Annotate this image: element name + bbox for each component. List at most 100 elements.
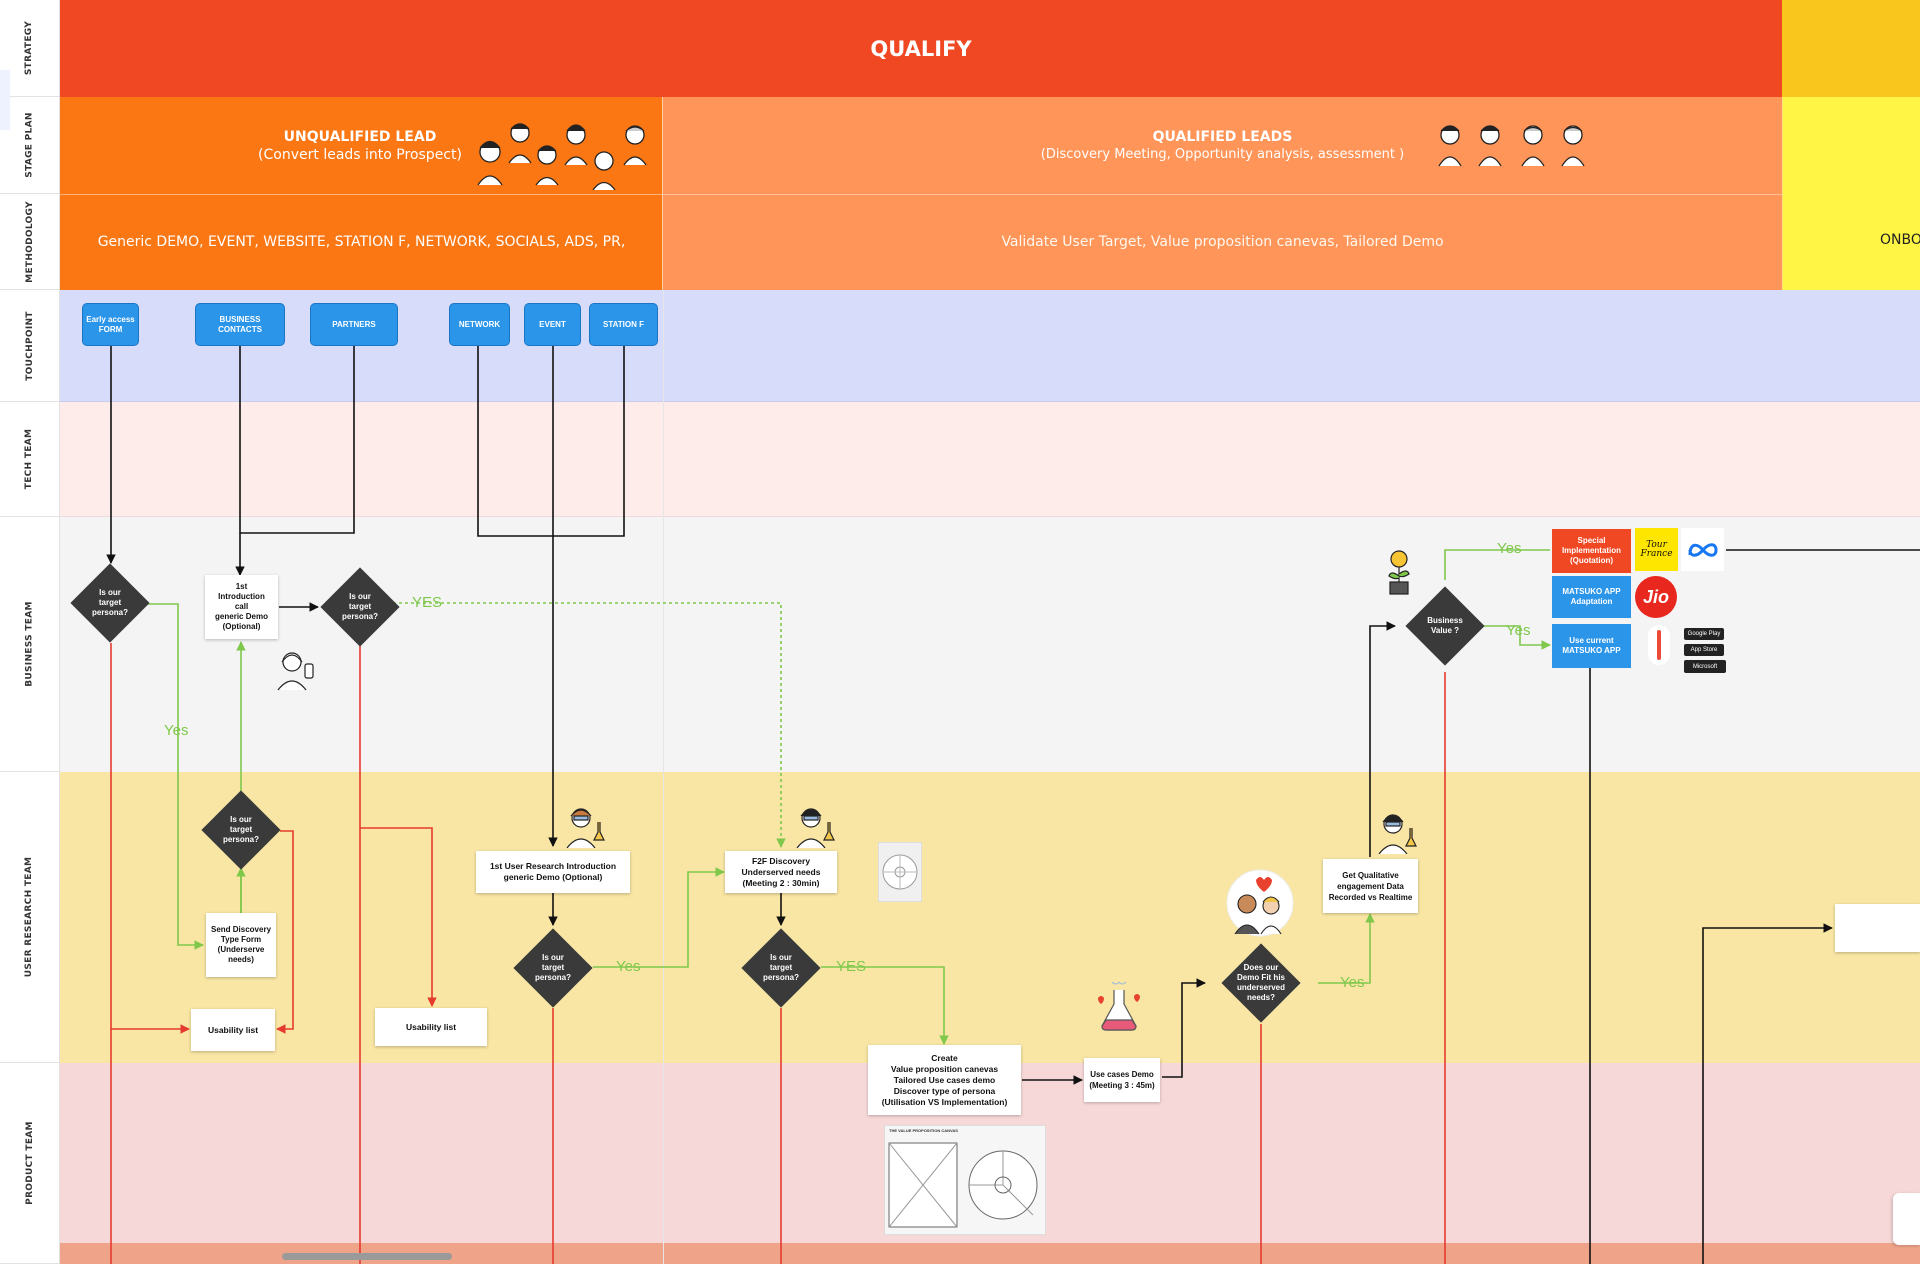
matsuko-app-adaptation-option[interactable]: MATSUKO APP Adaptation	[1552, 576, 1631, 618]
meta-logo-icon	[1688, 542, 1718, 557]
lane-label-product-team: PRODUCT TEAM	[0, 1063, 60, 1264]
red-app-logo-mark	[1657, 630, 1661, 660]
value-proposition-canvas-drawing	[888, 1142, 1038, 1228]
bottom-band	[60, 1243, 1920, 1264]
strategy-title: QUALIFY	[60, 0, 1782, 97]
red-app-logo	[1648, 625, 1670, 665]
stage-unqualified: UNQUALIFIED LEAD (Convert leads into Pro…	[200, 97, 520, 194]
strategy-title-text: QUALIFY	[870, 36, 972, 61]
send-discovery-form-box[interactable]: Send Discovery Type Form (Underserve nee…	[206, 913, 276, 977]
stage-qualified-title: QUALIFIED LEADS	[1152, 129, 1293, 145]
qualitative-data-box[interactable]: Get Qualitative engagement Data Recorded…	[1323, 859, 1418, 913]
methodology-right: Validate User Target, Value proposition …	[663, 194, 1782, 290]
app-store-badge: App Store	[1684, 644, 1724, 656]
lane-label-strategy: STRATEGY	[0, 0, 60, 97]
touchpoint-station-f[interactable]: STATION F	[589, 303, 658, 346]
decision-diamond-persona-4-label: Is our target persona?	[534, 953, 571, 982]
use-current-matsuko-app-option[interactable]: Use current MATSUKO APP	[1552, 624, 1631, 668]
touchpoint-early-access-form[interactable]: Early access FORM	[82, 303, 139, 346]
strategy-band-next	[1782, 0, 1920, 97]
f2f-discovery-box[interactable]: F2F Discovery Underserved needs (Meeting…	[725, 851, 837, 893]
yes-label-d1: Yes	[164, 722, 189, 739]
persona-avatars-icon	[477, 123, 647, 190]
avatar-face-icon	[477, 123, 647, 190]
scientist-icon	[796, 808, 835, 848]
stage-qualified-band	[663, 97, 1782, 194]
lane-label-methodology: METHODOLOGY	[0, 194, 60, 290]
stage-qualified-subtitle: (Discovery Meeting, Opportunity analysis…	[1040, 147, 1405, 162]
yes-label-d5: YES	[836, 958, 867, 975]
yes-label-d7: Yes	[1340, 974, 1365, 991]
decision-diamond-business-value-label: Business Value ?	[1427, 616, 1463, 635]
yes-label-d2: YES	[412, 594, 443, 611]
persona-circle-thumbnail-icon	[878, 842, 922, 902]
value-proposition-canvas-title: THE VALUE PROPOSITION CANVAS	[889, 1128, 958, 1133]
usability-list-box-1[interactable]: Usability list	[191, 1009, 275, 1051]
money-plant-icon	[1388, 550, 1410, 595]
decision-diamond-persona-1-label: Is our target persona?	[91, 588, 128, 617]
decision-diamond-persona-2-label: Is our target persona?	[341, 592, 378, 621]
tech-team-band	[60, 402, 1920, 517]
stage-unqualified-subtitle: (Convert leads into Prospect)	[258, 146, 462, 163]
column-divider	[663, 290, 664, 1264]
usability-list-box-2[interactable]: Usability list	[375, 1008, 487, 1046]
stage-next-band	[1782, 97, 1920, 194]
lane-label-tech-team: TECH TEAM	[0, 402, 60, 517]
jio-logo-text: Jio	[1642, 586, 1669, 607]
use-cases-demo-box[interactable]: Use cases Demo (Meeting 3 : 45m)	[1084, 1058, 1160, 1102]
value-proposition-canvas-image: THE VALUE PROPOSITION CANVAS	[884, 1125, 1046, 1235]
decision-diamond-persona-3-label: Is our target persona?	[222, 815, 259, 844]
touchpoint-network[interactable]: NETWORK	[449, 303, 510, 346]
scientist-icon	[1378, 814, 1417, 854]
stage-unqualified-title: UNQUALIFIED LEAD	[283, 128, 437, 145]
methodology-right-band	[663, 194, 1782, 290]
avatar-face-icon	[1438, 125, 1585, 167]
touchpoint-business-contacts[interactable]: BUSINESS CONTACTS	[195, 303, 285, 346]
methodology-next-text: ONBO	[1880, 232, 1920, 248]
stage-unqualified-band	[60, 97, 663, 194]
app-store-badge-text: App Store	[1690, 647, 1718, 653]
google-play-badge-text: Google Play	[1687, 631, 1721, 637]
meta-logo	[1681, 528, 1724, 571]
special-implementation-option[interactable]: Special Implementation (Quotation)	[1552, 529, 1631, 573]
couple-love-icon	[1226, 869, 1294, 937]
user-research-intro-box[interactable]: 1st User Research Introduction generic D…	[476, 851, 630, 893]
left-panel-edge[interactable]	[0, 70, 10, 130]
vertical-scroll-tab[interactable]	[1893, 1193, 1920, 1245]
jio-logo: Jio	[1635, 576, 1677, 618]
decision-diamond-demo-fit-label: Does our Demo Fit his underserved needs?	[1236, 963, 1286, 1002]
column-divider-right	[1782, 97, 1783, 290]
intro-call-box[interactable]: 1st Introduction call generic Demo (Opti…	[205, 575, 278, 639]
tour-de-france-logo-text: Tour France	[1640, 539, 1673, 559]
user-research-band	[60, 772, 1920, 1063]
methodology-left-text: Generic DEMO, EVENT, WEBSITE, STATION F,…	[97, 234, 626, 250]
horizontal-scrollbar[interactable]	[282, 1253, 452, 1260]
microsoft-badge-text: Microsoft	[1692, 663, 1718, 670]
touchpoint-partners[interactable]: PARTNERS	[310, 303, 398, 346]
lane-label-stage-plan: STAGE PLAN	[0, 97, 60, 194]
methodology-next-band	[1782, 194, 1920, 290]
google-play-badge: Google Play	[1684, 628, 1724, 640]
tour-de-france-logo: Tour France	[1635, 528, 1678, 571]
methodology-right-text: Validate User Target, Value proposition …	[1001, 234, 1444, 250]
strategy-band	[60, 0, 1782, 97]
stage-qualified: QUALIFIED LEADS (Discovery Meeting, Oppo…	[1000, 97, 1445, 194]
methodology-left: Generic DEMO, EVENT, WEBSITE, STATION F,…	[60, 194, 663, 290]
create-value-proposition-box[interactable]: Create Value proposition canevas Tailore…	[868, 1045, 1021, 1115]
touchpoint-event[interactable]: EVENT	[524, 303, 581, 346]
scientist-icon	[566, 808, 605, 848]
call-center-agent-icon	[277, 652, 314, 691]
lane-label-user-research-team: USER RESEARCH TEAM	[0, 772, 60, 1063]
blank-box-right[interactable]	[1835, 904, 1920, 952]
qualified-avatars-icon	[1438, 125, 1585, 167]
methodology-left-band	[60, 194, 663, 290]
yes-label-current: Yes	[1506, 622, 1531, 639]
microsoft-badge: Microsoft	[1684, 660, 1726, 673]
lane-label-business-team: BUSINESS TEAM	[0, 517, 60, 772]
yes-label-d4: Yes	[616, 958, 641, 975]
lane-label-touchpoint: TOUCHPOINT	[0, 290, 60, 402]
flask-hearts-icon	[1098, 981, 1140, 1031]
decision-diamond-persona-5-label: Is our target persona?	[762, 953, 799, 982]
yes-label-special: Yes	[1497, 540, 1522, 557]
